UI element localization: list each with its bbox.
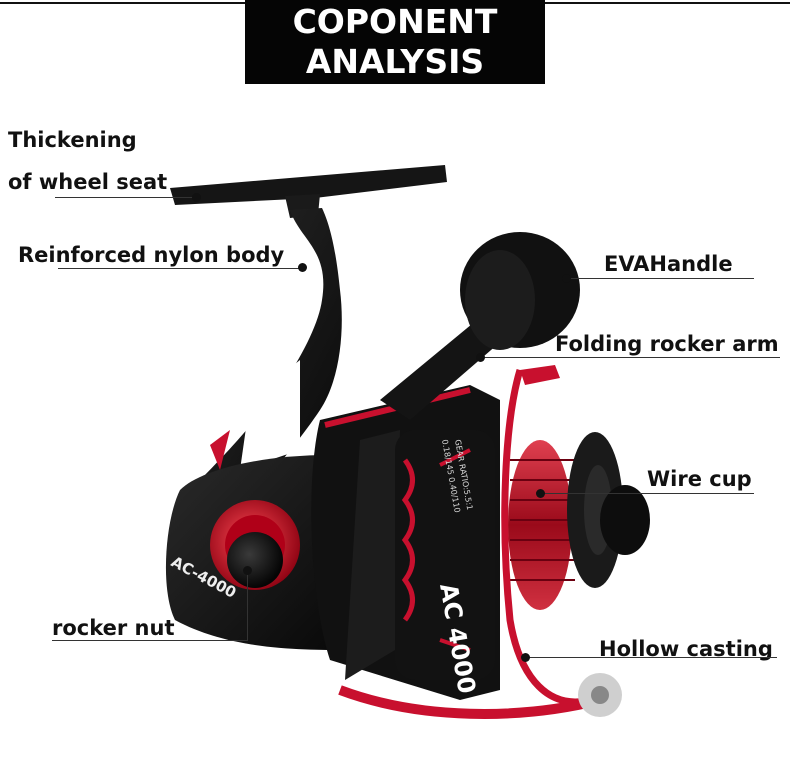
leader-line-hollow-casting bbox=[525, 657, 777, 658]
leader-dot-folding-arm bbox=[476, 353, 485, 362]
leader-dot-wire-cup bbox=[536, 489, 545, 498]
label-thickening-line2: of wheel seat bbox=[8, 170, 168, 194]
leader-line-eva-handle bbox=[566, 278, 754, 279]
label-wire-cup: Wire cup bbox=[647, 467, 752, 491]
leader-dot-wheel-seat bbox=[192, 193, 201, 202]
bail-wire bbox=[501, 365, 622, 717]
leader-line-rocker-nut-vertical bbox=[247, 570, 248, 641]
label-nylon-body: Reinforced nylon body bbox=[18, 243, 285, 267]
label-eva-handle: EVAHandle bbox=[604, 252, 733, 276]
leader-line-wheel-seat bbox=[55, 197, 195, 198]
spool-body: AC 4000 GEAR RATIO:5.5:1 0.18/145 0.40/1… bbox=[395, 430, 495, 696]
label-rocker-nut: rocker nut bbox=[52, 616, 175, 640]
label-hollow-casting: Hollow casting bbox=[599, 637, 773, 661]
leader-dot-rocker-nut bbox=[243, 566, 252, 575]
leader-line-wire-cup bbox=[540, 493, 754, 494]
eva-handle-knob bbox=[460, 232, 580, 350]
label-thickening-line1: Thickening bbox=[8, 128, 137, 152]
title-line-2: ANALYSIS bbox=[305, 42, 485, 81]
label-folding-arm: Folding rocker arm bbox=[555, 332, 779, 356]
title-line-1: COPONENT bbox=[292, 2, 498, 41]
leader-line-rocker-nut-bottom bbox=[52, 640, 248, 641]
reel-body: AC-4000 bbox=[165, 455, 350, 650]
rocker-nut-knob bbox=[227, 532, 283, 588]
leader-line-nylon-body bbox=[58, 268, 303, 269]
leader-dot-nylon-body bbox=[298, 263, 307, 272]
leader-dot-hollow-casting bbox=[521, 653, 530, 662]
title-banner: COPONENT ANALYSIS bbox=[245, 0, 545, 84]
leader-dot-eva-handle bbox=[562, 274, 571, 283]
leader-line-folding-arm bbox=[480, 357, 780, 358]
wire-cup-spool bbox=[508, 432, 650, 610]
drag-knob bbox=[600, 485, 650, 555]
